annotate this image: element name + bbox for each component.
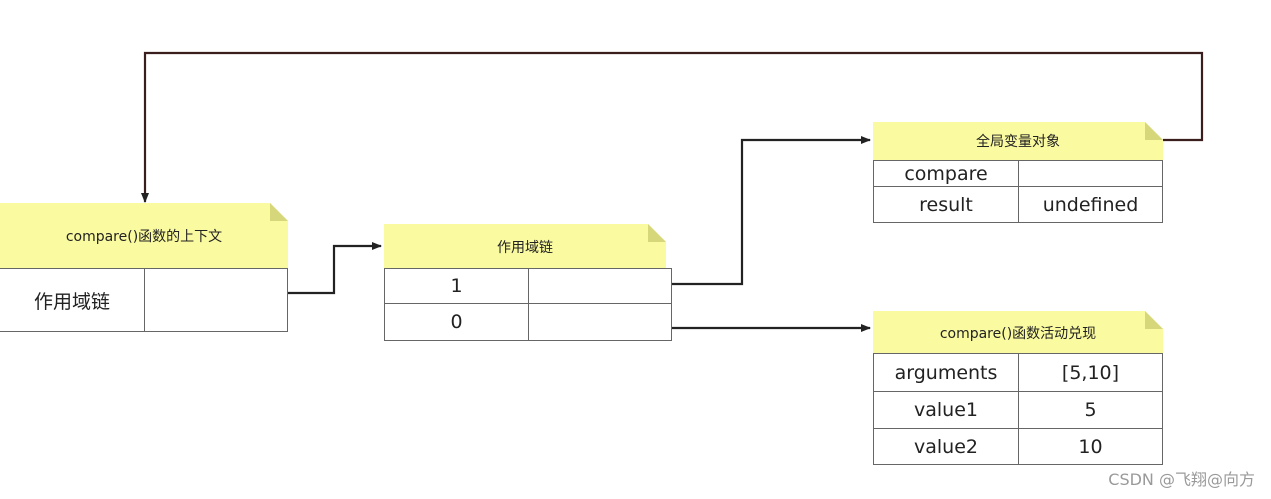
scope-chain-row-1-index: 1	[384, 268, 529, 304]
global-object-row-compare-key: compare	[873, 160, 1019, 187]
scope-chain-row-0-index: 0	[384, 303, 529, 341]
arrow-scope-1-to-global-object	[614, 136, 871, 286]
watermark: CSDN @飞翔@向方	[1108, 470, 1255, 489]
activation-object-title: compare()函数活动兑现	[873, 311, 1163, 354]
activation-row-arguments-value: [5,10]	[1018, 353, 1163, 392]
scope-chain-title: 作用域链	[384, 224, 666, 269]
global-object-row-result-value: undefined	[1018, 186, 1163, 223]
global-object-row-compare-value	[1018, 160, 1163, 187]
arrow-global-object-to-context	[141, 51, 1204, 203]
activation-row-value1-value: 5	[1018, 391, 1163, 429]
activation-row-value2-value: 10	[1018, 428, 1163, 465]
activation-row-arguments-key: arguments	[873, 353, 1019, 392]
context-row-label: 作用域链	[0, 268, 145, 332]
context-row-value	[144, 268, 288, 332]
arrow-context-to-scope-chain	[288, 242, 382, 295]
context-title: compare()函数的上下文	[0, 203, 288, 268]
activation-row-value2-key: value2	[873, 428, 1019, 465]
scope-chain-row-1-value	[528, 268, 672, 304]
global-object-title: 全局变量对象	[873, 122, 1163, 160]
activation-row-value1-key: value1	[873, 391, 1019, 429]
scope-chain-row-0-value	[528, 303, 672, 341]
global-object-row-result-key: result	[873, 186, 1019, 223]
